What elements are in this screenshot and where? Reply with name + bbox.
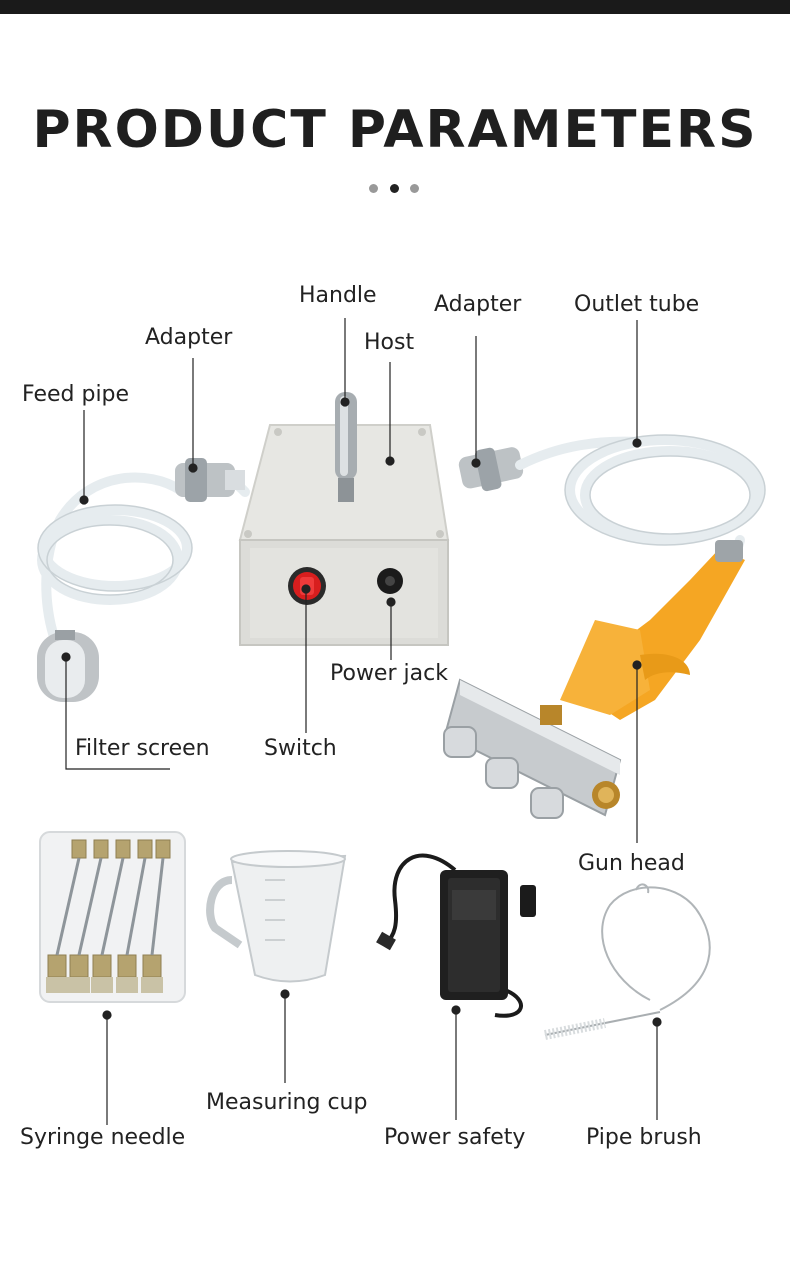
filter-screen-image [37, 630, 99, 702]
page-title: PRODUCT PARAMETERS [32, 100, 758, 160]
gun-head-image [443, 540, 745, 819]
outlet-tube-image [515, 435, 765, 561]
pagination-dot[interactable] [410, 184, 419, 193]
label-switch: Switch [264, 736, 337, 761]
adapter-right-image [458, 447, 524, 492]
label-measuring-cup: Measuring cup [206, 1090, 368, 1115]
pagination-dots [365, 184, 425, 196]
label-syringe-needle: Syringe needle [20, 1125, 186, 1150]
measuring-cup-image [206, 850, 347, 983]
leader-lines [61, 318, 662, 1125]
label-handle: Handle [299, 283, 377, 308]
label-adapter-left: Adapter [145, 325, 233, 350]
syringe-needle-image [39, 831, 186, 1003]
adapter-left-image [175, 458, 245, 502]
label-pipe-brush: Pipe brush [586, 1125, 702, 1150]
handle-image [335, 392, 357, 502]
pagination-dot[interactable] [369, 184, 378, 193]
label-feed-pipe: Feed pipe [22, 382, 130, 407]
label-adapter-right: Adapter [434, 292, 522, 317]
top-bar [0, 0, 790, 14]
pipe-brush-image [544, 883, 711, 1040]
label-power-jack: Power jack [330, 661, 448, 686]
label-gun-head: Gun head [578, 851, 685, 876]
pagination-dot-active[interactable] [390, 184, 399, 193]
label-power-safety: Power safety [384, 1125, 526, 1150]
label-host: Host [364, 330, 415, 355]
power-jack-image [377, 568, 403, 594]
power-safety-image [376, 853, 536, 1018]
label-filter-screen: Filter screen [75, 736, 210, 761]
label-outlet-tube: Outlet tube [574, 292, 700, 317]
